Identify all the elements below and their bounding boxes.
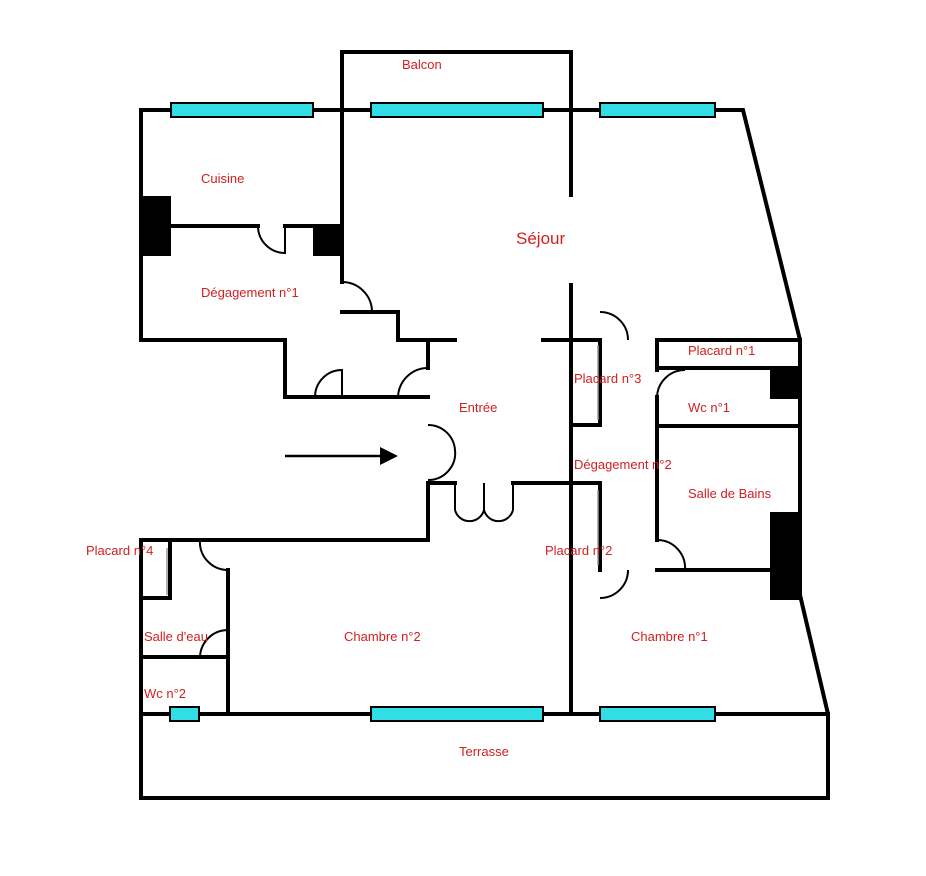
outer-walls	[139, 108, 830, 800]
label-wc2: Wc n°2	[144, 686, 186, 701]
window	[599, 102, 716, 118]
label-placard4: Placard n°4	[86, 543, 153, 558]
duct-block	[770, 370, 800, 399]
label-terrasse: Terrasse	[459, 744, 509, 759]
duct-block	[313, 226, 342, 256]
solid-blocks	[141, 196, 800, 600]
windows	[169, 102, 716, 722]
duct-block	[141, 196, 171, 256]
label-wc1: Wc n°1	[688, 400, 730, 415]
duct-block	[770, 512, 800, 600]
label-entree: Entrée	[459, 400, 497, 415]
label-salle-deau: Salle d'eau	[144, 629, 208, 644]
window	[370, 102, 544, 118]
label-cuisine: Cuisine	[201, 171, 244, 186]
window	[599, 706, 716, 722]
label-degagement1: Dégagement n°1	[201, 285, 299, 300]
entry-arrow	[285, 447, 398, 465]
label-sejour: Séjour	[516, 229, 565, 248]
door-swings	[198, 225, 687, 658]
label-degagement2: Dégagement n°2	[574, 457, 672, 472]
label-salle-de-bains: Salle de Bains	[688, 486, 772, 501]
label-chambre1: Chambre n°1	[631, 629, 708, 644]
label-chambre2: Chambre n°2	[344, 629, 421, 644]
label-balcon: Balcon	[402, 57, 442, 72]
window	[370, 706, 544, 722]
window	[170, 102, 314, 118]
balcon-walls	[340, 50, 573, 112]
label-placard3: Placard n°3	[574, 371, 641, 386]
label-placard2: Placard n°2	[545, 543, 612, 558]
window	[169, 706, 200, 722]
label-placard1: Placard n°1	[688, 343, 755, 358]
closet-panels	[166, 345, 599, 595]
